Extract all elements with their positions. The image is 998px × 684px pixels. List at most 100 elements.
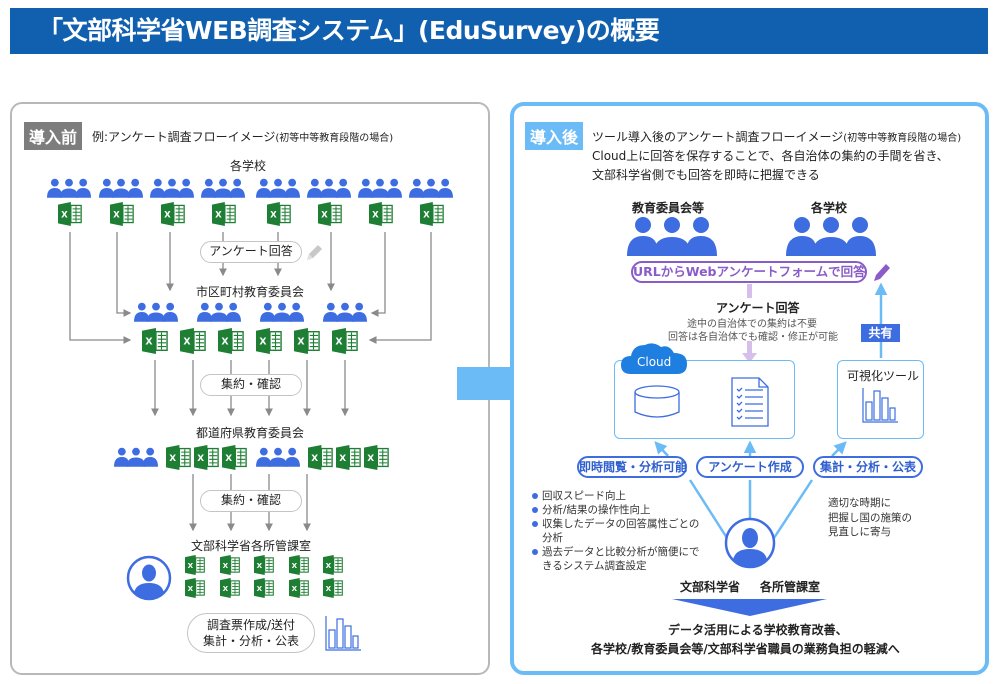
people-group-icon: [256, 178, 300, 198]
excel-file-icon: X: [222, 445, 247, 470]
people-group-icon: [114, 447, 158, 467]
side-note-line: 把握し国の施策の: [828, 511, 912, 524]
excel-file-icon: X: [420, 202, 444, 226]
url-form-pill: URLからWebアンケートフォームで回答: [631, 261, 867, 283]
aggregate-pill-1: 集約・確認: [200, 374, 302, 396]
after-caption-main: ツール導入後のアンケート調査フローイメージ: [592, 130, 844, 144]
purple-connector: [747, 284, 752, 298]
svg-text:X: X: [223, 584, 229, 593]
people-group-icon: [150, 178, 194, 198]
excel-file-icon: X: [336, 445, 361, 470]
svg-text:X: X: [183, 337, 190, 348]
people-group-icon: [197, 302, 241, 322]
aggregate-publish-pill: 集計・分析・公表: [813, 456, 923, 478]
flow-line: [116, 232, 132, 317]
schools-people-icon: [786, 217, 876, 256]
purple-pencil-icon: [874, 264, 890, 281]
svg-text:X: X: [188, 584, 194, 593]
final-pill-line2: 集計・分析・公表: [202, 634, 299, 648]
before-caption-main: 例:アンケート調査フローイメージ: [92, 130, 276, 144]
people-group-icon: [99, 178, 143, 198]
bar-chart-icon: [325, 616, 361, 651]
svg-text:X: X: [164, 210, 171, 220]
svg-text:X: X: [215, 210, 222, 220]
excel-file-icon: X: [220, 555, 240, 575]
before-caption-sub: (初等中等教育段階の場合): [275, 133, 394, 144]
svg-text:X: X: [321, 210, 328, 220]
excel-file-icon: X: [254, 555, 274, 575]
excel-file-icon: X: [294, 328, 320, 354]
excel-file-icon: X: [220, 578, 240, 598]
conclusion-arrow-icon: [672, 599, 827, 616]
excel-file-icon: X: [323, 555, 343, 575]
before-tag: 導入前: [24, 122, 83, 150]
benefit-item: 過去データと比較分析が簡便にできるシステム調査設定: [532, 545, 702, 573]
svg-text:X: X: [188, 561, 194, 570]
svg-text:X: X: [367, 454, 374, 464]
purple-down-arrow: [742, 341, 757, 363]
after-schools-label: 各学校: [811, 201, 848, 215]
people-group-icon: [358, 178, 402, 198]
people-group-icon: [409, 178, 453, 198]
after-ministry-label-2: 各所管課室: [760, 580, 821, 594]
svg-text:X: X: [335, 337, 342, 348]
after-caption-sub: (初等中等教育段階の場合): [843, 133, 962, 144]
svg-text:X: X: [169, 454, 176, 464]
after-ministry-label-1: 文部科学省: [680, 580, 741, 594]
people-group-icon: [256, 447, 300, 467]
share-badge: 共有: [861, 324, 900, 342]
viz-tool-label: 可視化ツール: [847, 369, 920, 383]
svg-text:X: X: [292, 584, 298, 593]
database-icon: [634, 385, 680, 418]
flow-line: [370, 232, 386, 317]
svg-text:X: X: [259, 337, 266, 348]
svg-text:X: X: [145, 337, 152, 348]
excel-file-icon: X: [323, 578, 343, 598]
after-caption-line3: 文部科学省側でも回答を即時に把握できる: [592, 168, 820, 182]
before-schools-label: 各学校: [230, 159, 267, 173]
svg-text:X: X: [423, 210, 430, 220]
side-note-line: 見直しに寄与: [828, 526, 891, 538]
excel-file-icon: X: [254, 578, 274, 598]
aggregate-pill-2: 集約・確認: [200, 490, 302, 512]
svg-text:X: X: [61, 210, 68, 220]
answer-pill: アンケート回答: [200, 241, 302, 263]
flow-line: [772, 479, 814, 539]
people-group-icon: [307, 178, 351, 198]
after-ministry-person-icon: [724, 517, 776, 569]
prefecture-label: 都道府県教育委員会: [196, 426, 305, 440]
after-caption-line1: ツール導入後のアンケート調査フローイメージ(初等中等教育段階の場合): [592, 128, 961, 145]
title-bar: [10, 8, 988, 54]
people-group-icon: [260, 302, 304, 322]
excel-file-icon: X: [212, 202, 236, 226]
svg-text:X: X: [326, 561, 332, 570]
svg-text:X: X: [223, 561, 229, 570]
excel-file-icon: X: [218, 328, 244, 354]
answer-title: アンケート回答: [716, 301, 800, 315]
flow-line: [831, 441, 847, 457]
conclusion-line2: 各学校/教育委員会等/文部科学省職員の業務負担の軽減へ: [591, 642, 900, 656]
people-group-icon: [323, 302, 367, 322]
excel-file-icon: X: [180, 328, 206, 354]
flow-line: [69, 232, 132, 344]
excel-file-icon: X: [289, 578, 309, 598]
side-note: 適切な時期に 把握し国の施策の 見直しに寄与: [828, 496, 938, 540]
boe-label: 教育委員会等: [632, 201, 705, 215]
answer-note-2: 回答は各自治体でも確認・修正が可能: [668, 332, 838, 343]
view-analyze-pill: 即時閲覧・分析可能: [577, 456, 687, 478]
excel-file-icon: X: [364, 445, 389, 470]
flow-line: [368, 232, 432, 344]
viz-bar-chart-icon: [862, 388, 898, 423]
benefit-item: 分析/結果の操作性向上: [532, 503, 702, 517]
svg-text:X: X: [326, 584, 332, 593]
final-pill: 調査票作成/送付 集計・分析・公表: [187, 613, 315, 653]
svg-text:X: X: [225, 454, 232, 464]
pencil-icon: [307, 245, 322, 260]
cloud-label: Cloud: [637, 355, 672, 369]
ministry-label: 文部科学省各所管課室: [191, 539, 312, 553]
svg-text:X: X: [257, 561, 263, 570]
municipal-label: 市区町村教育委員会: [196, 285, 305, 299]
svg-text:X: X: [297, 337, 304, 348]
svg-text:X: X: [339, 454, 346, 464]
people-group-icon: [201, 178, 245, 198]
